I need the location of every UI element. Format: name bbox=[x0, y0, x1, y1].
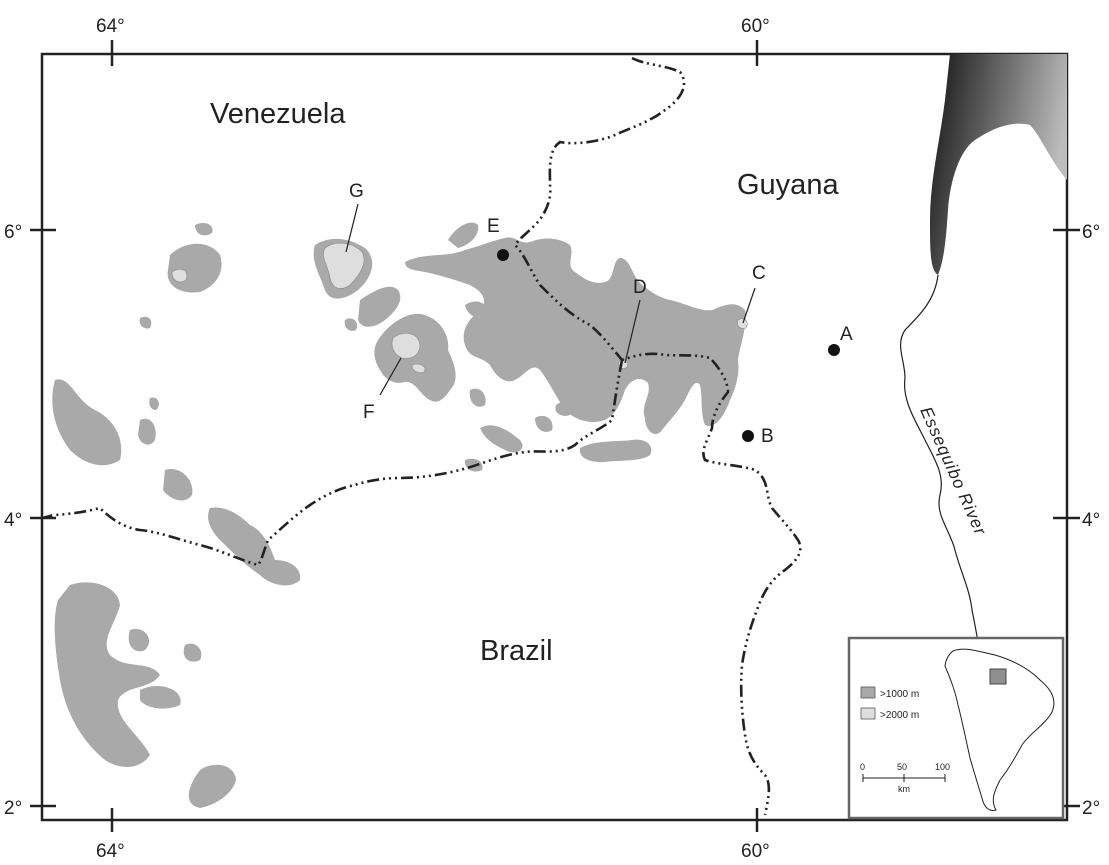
latitude-label-6-right: 6° bbox=[1082, 222, 1100, 243]
latitude-label-2-right: 2° bbox=[1082, 798, 1100, 819]
site-label-a: A bbox=[840, 324, 853, 345]
scale-label-100: 100 bbox=[935, 762, 950, 772]
latitude-label-6-left: 6° bbox=[4, 222, 22, 243]
site-label-c: C bbox=[752, 263, 766, 284]
site-d-leader bbox=[624, 299, 641, 364]
site-label-b: B bbox=[761, 426, 774, 447]
longitude-label-60-top: 60° bbox=[741, 16, 770, 37]
country-label-guyana: Guyana bbox=[737, 169, 839, 201]
essequibo-river bbox=[900, 274, 981, 656]
site-a-marker bbox=[828, 344, 840, 356]
site-b-marker bbox=[742, 430, 754, 442]
legend-label-2000m: >2000 m bbox=[880, 710, 919, 721]
legend-swatch-1000m bbox=[860, 686, 876, 699]
site-label-d: D bbox=[633, 277, 647, 298]
country-label-brazil: Brazil bbox=[480, 635, 553, 667]
latitude-label-4-left: 4° bbox=[4, 510, 22, 531]
site-markers: A B C D E F G bbox=[345, 181, 853, 447]
site-f-leader bbox=[379, 357, 402, 396]
scale-label-50: 50 bbox=[897, 762, 907, 772]
scale-label-0: 0 bbox=[860, 762, 865, 772]
study-area-marker bbox=[989, 668, 1007, 685]
site-label-e: E bbox=[487, 216, 500, 237]
site-e-marker bbox=[497, 249, 509, 261]
south-america-outline bbox=[944, 648, 1055, 811]
site-g-leader bbox=[345, 203, 359, 253]
latitude-label-4-right: 4° bbox=[1082, 510, 1100, 531]
site-label-g: G bbox=[349, 181, 364, 202]
site-c-leader bbox=[742, 287, 756, 324]
site-label-f: F bbox=[363, 402, 375, 423]
relief-over-2000m bbox=[171, 242, 748, 373]
scale-unit-label: km bbox=[898, 784, 910, 794]
inset-map: >1000 m >2000 m 0 50 100 km bbox=[847, 636, 1065, 820]
legend-swatch-2000m bbox=[860, 707, 876, 720]
relief-over-1000m bbox=[52, 222, 746, 808]
longitude-label-60-bottom: 60° bbox=[741, 841, 770, 862]
latitude-label-2-left: 2° bbox=[4, 798, 22, 819]
longitude-label-64-bottom: 64° bbox=[96, 841, 125, 862]
international-borders bbox=[41, 56, 802, 816]
legend-label-1000m: >1000 m bbox=[880, 689, 919, 700]
ocean-area bbox=[930, 54, 1067, 275]
longitude-label-64-top: 64° bbox=[96, 16, 125, 37]
country-label-venezuela: Venezuela bbox=[210, 98, 346, 130]
